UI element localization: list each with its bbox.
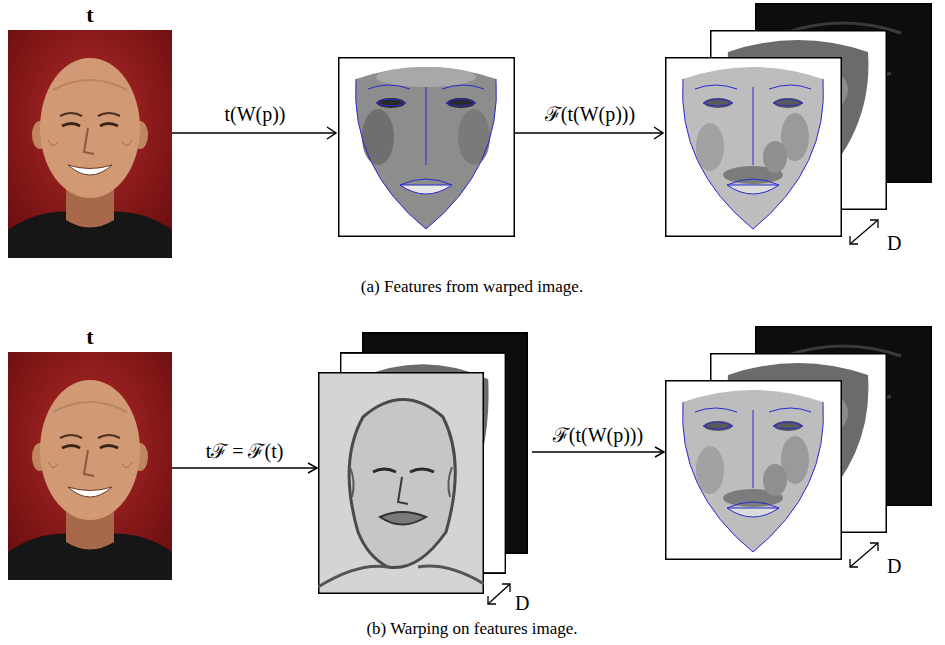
- depth-arrow: [488, 584, 510, 604]
- dimension-label: D: [515, 592, 529, 615]
- arrow-label: t(W(p)): [222, 103, 287, 126]
- caption: (a) Features from warped image.: [359, 277, 585, 297]
- feature-stack: D: [318, 332, 532, 617]
- dimension-label: D: [887, 232, 901, 255]
- feature-stack: D: [665, 3, 935, 258]
- warped-face: [339, 58, 515, 237]
- arrow: [172, 127, 336, 139]
- depth-arrow: [850, 220, 878, 244]
- arrow-label: tℱ = ℱ(t): [204, 440, 286, 463]
- symbol-heading: t: [8, 2, 172, 27]
- feature-channel: [666, 58, 842, 237]
- caption: (b) Warping on features image.: [364, 619, 579, 639]
- photo-frame: t: [8, 324, 172, 580]
- photo-frame: t: [8, 2, 172, 258]
- symbol-heading: t: [8, 324, 172, 349]
- arrow-label: ℱ(t(W(p))): [551, 424, 645, 447]
- connector-arrow: [172, 467, 317, 469]
- arrow: [515, 127, 663, 139]
- dimension-label: D: [887, 555, 901, 578]
- face-photo: [8, 30, 172, 258]
- depth-arrow: [850, 543, 878, 567]
- face-photo: [8, 352, 172, 580]
- feature-channel: [666, 381, 842, 560]
- arrow-label: ℱ(t(W(p))): [543, 103, 637, 126]
- feature-image: [318, 373, 484, 594]
- connector-arrow: [532, 451, 664, 453]
- feature-stack: D: [665, 326, 935, 583]
